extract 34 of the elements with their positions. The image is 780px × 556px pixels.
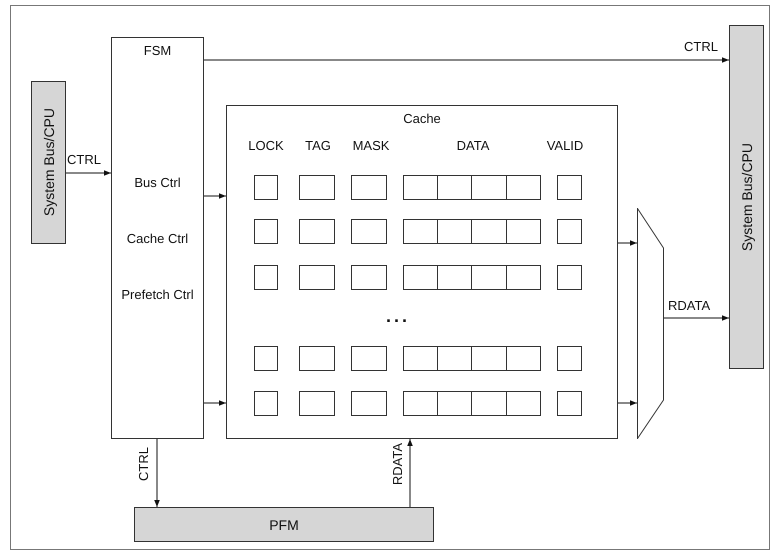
multiplexer-symbol — [637, 208, 664, 439]
block-label: PFM — [269, 516, 299, 532]
edge-label: CTRL — [67, 153, 101, 166]
fsm-block — [111, 37, 204, 439]
submodule-label: Prefetch Ctrl — [120, 288, 195, 301]
block-label: System Bus/CPU — [40, 108, 56, 217]
edge-label: RDATA — [668, 299, 710, 312]
edge-label: RDATA — [391, 443, 404, 486]
bus-block — [31, 81, 66, 244]
column-header: LOCK — [247, 139, 285, 152]
column-header: DATA — [456, 139, 490, 152]
block-label: System Bus/CPU — [738, 142, 754, 252]
column-header: MASK — [352, 139, 390, 152]
ellipsis-text: ... — [384, 307, 411, 325]
arrow — [66, 170, 112, 176]
arrow — [407, 438, 413, 508]
submodule-label: Cache Ctrl — [126, 232, 190, 245]
edge-label: CTRL — [684, 40, 718, 53]
block-title: FSM — [142, 44, 172, 57]
cache-block — [226, 105, 618, 439]
arrow — [204, 400, 226, 406]
arrow — [664, 315, 730, 321]
arrow — [618, 240, 638, 246]
column-header: TAG — [304, 139, 332, 152]
submodule-label: Bus Ctrl — [133, 176, 182, 189]
edge-label: CTRL — [137, 447, 150, 481]
block-title: Cache — [402, 112, 442, 125]
arrow — [154, 438, 160, 508]
arrow — [204, 57, 730, 63]
column-header: VALID — [546, 139, 584, 152]
memory-block — [134, 507, 434, 542]
arrow — [204, 193, 226, 199]
arrow — [618, 400, 638, 406]
bus-block — [729, 25, 764, 369]
